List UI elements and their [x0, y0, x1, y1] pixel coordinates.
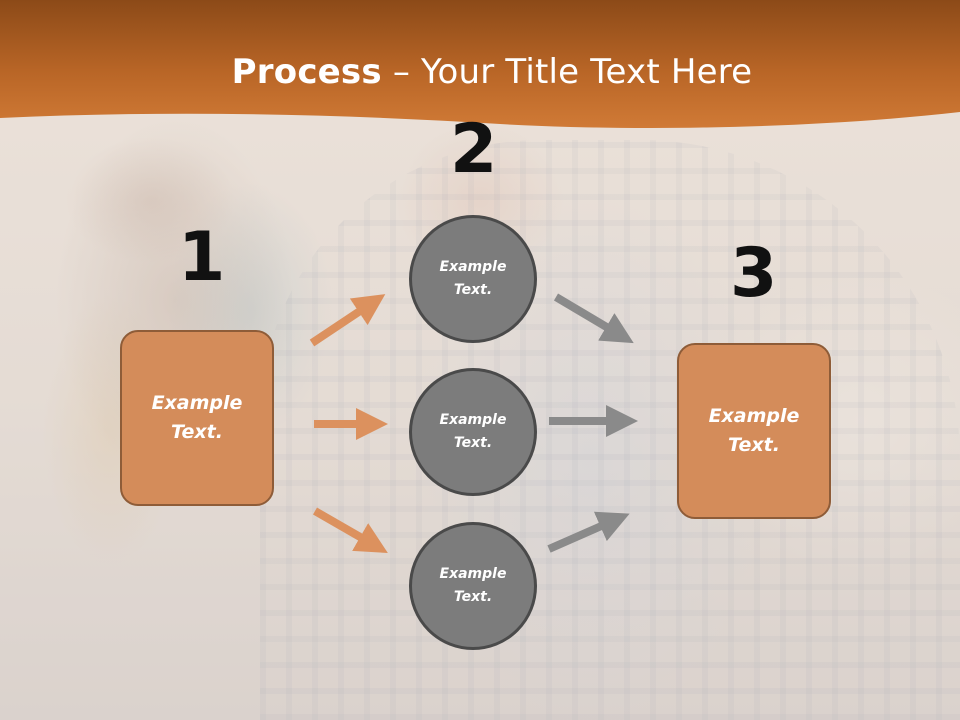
title-rest: Your Title Text Here: [421, 52, 753, 92]
step-number-2: 2: [450, 110, 498, 189]
arrow-from-top-circle: [553, 293, 634, 344]
left-box-label: Example Text.: [151, 392, 243, 443]
arrow-to-bottom-circle: [313, 507, 388, 553]
title-dash: –: [381, 52, 422, 92]
circle-middle[interactable]: Example Text.: [409, 368, 537, 496]
arrow-from-bottom-circle: [547, 511, 630, 553]
right-box-label: Example Text.: [708, 405, 800, 456]
title-bold: Process: [231, 52, 382, 92]
step-number-3: 3: [730, 234, 778, 313]
circle-top[interactable]: Example Text.: [409, 215, 537, 343]
left-box[interactable]: Example Text.: [120, 330, 274, 506]
circle-top-label: Example Text.: [439, 259, 507, 298]
page-title: Process – Your Title Text Here: [0, 52, 960, 92]
header-band: [0, 0, 960, 128]
step-number-1: 1: [178, 218, 226, 297]
right-box[interactable]: Example Text.: [677, 343, 831, 519]
arrow-to-top-circle: [309, 294, 386, 347]
circle-middle-label: Example Text.: [439, 412, 507, 451]
circle-bottom-label: Example Text.: [439, 566, 507, 605]
circle-bottom[interactable]: Example Text.: [409, 522, 537, 650]
